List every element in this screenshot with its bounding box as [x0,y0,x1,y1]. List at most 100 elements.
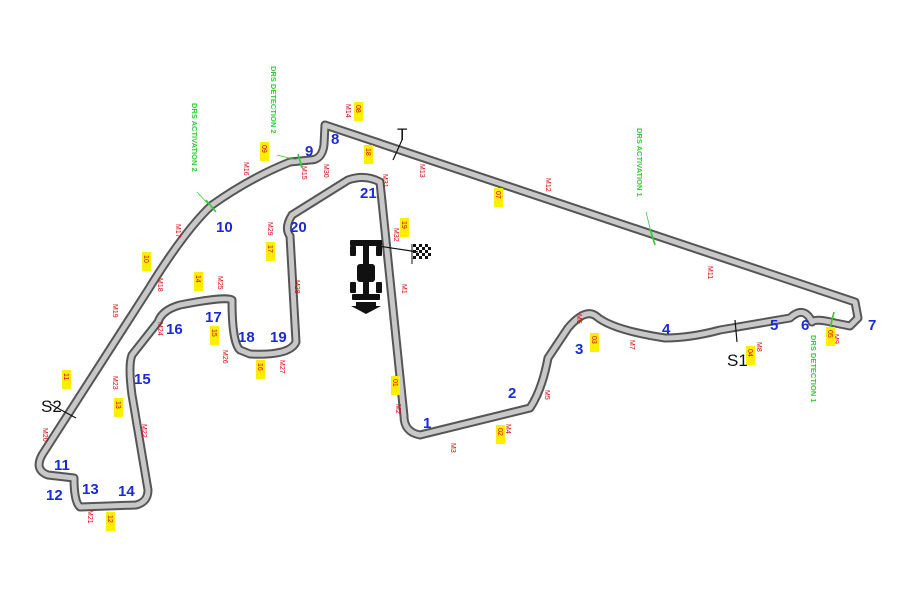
svg-text:11: 11 [62,373,69,380]
turn-number: 8 [331,131,339,148]
turn-number: 1 [423,415,431,432]
drs-activation-2-line [205,199,217,213]
svg-text:18: 18 [364,148,371,156]
marshal-post: 19 [400,218,409,237]
marker-label: M9 [832,334,839,344]
marshal-post: 15 [210,326,219,345]
marshal-post: 07 [494,188,503,207]
marshal-post: 05 [826,327,835,346]
turn-number: 15 [134,371,151,388]
marker-label: M31 [381,174,388,188]
turn-number: 7 [868,317,876,334]
turn-number: 14 [118,483,135,500]
svg-text:10: 10 [142,255,149,263]
marker-label: M23 [111,376,118,390]
marshal-post: 09 [260,142,269,161]
marker-label: M15 [300,166,307,180]
sector-line-s2 [49,403,77,419]
turn-numbers: 1 2 3 4 5 6 7 8 9 10 11 12 13 14 15 16 1… [46,131,876,504]
marshal-post: 08 [354,102,363,121]
turn-number: 13 [82,481,99,498]
sector-label-s1: S1 [727,351,748,370]
drs-detection-1-line [829,311,835,329]
distance-markers: M1 M2 M3 M4 M5 M6 M7 M8 M9 M11 M12 M13 M… [41,104,839,524]
drs-detection-1-label: DRS DETECTION 1 [809,335,818,403]
svg-text:03: 03 [590,336,597,344]
turn-number: 10 [216,219,233,236]
svg-text:16: 16 [256,363,263,371]
turn-number: 17 [205,309,222,326]
svg-text:14: 14 [194,275,201,283]
turn-number: 11 [54,457,70,474]
marshal-post: 03 [590,333,599,352]
car-icon [350,240,382,300]
svg-text:12: 12 [106,515,113,523]
turn-number: 16 [166,321,183,338]
marshal-post: 12 [106,512,115,531]
marshal-post: 17 [266,242,275,261]
marshal-posts: 01 02 03 04 05 07 08 09 10 11 12 13 14 1… [62,102,835,531]
turn-number: 9 [305,143,313,160]
track [34,120,863,512]
sector-lines [49,139,738,419]
marshal-post: 16 [256,360,265,379]
marshal-post: 01 [391,376,400,395]
marker-label: M12 [544,178,551,192]
marker-label: M22 [140,424,147,438]
svg-text:05: 05 [826,330,833,338]
marker-label: M8 [755,342,762,352]
marker-label: M1 [400,284,407,294]
marshal-post: 10 [142,252,151,271]
svg-text:07: 07 [494,191,501,199]
marker-label: M30 [322,164,329,178]
turn-number: 6 [801,317,809,334]
marker-label: M19 [111,304,118,318]
sector-line-s1 [734,319,738,343]
marker-label: M17 [174,224,181,238]
marshal-post: 11 [62,370,71,389]
drs-activation-1-label: DRS ACTIVATION 1 [635,128,644,197]
marker-label: M20 [41,428,48,442]
marshal-post: 18 [364,145,373,164]
direction-arrow-icon [351,302,381,314]
svg-text:15: 15 [210,329,217,337]
turn-number: 21 [360,185,377,202]
turn-number: 18 [238,329,255,346]
drs-detection-2-label: DRS DETECTION 2 [269,66,278,134]
turn-number: 20 [290,219,307,236]
turn-number: 2 [508,385,516,402]
marker-label: M4 [504,424,511,434]
marker-label: M32 [392,228,399,242]
turn-number: 4 [662,321,671,338]
svg-text:04: 04 [746,349,753,357]
marker-label: M28 [293,280,300,294]
marker-label: M13 [418,164,425,178]
marker-label: M16 [242,162,249,176]
svg-text:01: 01 [391,379,398,387]
turn-number: 3 [575,341,583,358]
marker-label: M24 [156,322,163,336]
svg-text:19: 19 [400,221,407,229]
marker-label: M7 [628,340,635,350]
marker-label: M6 [575,314,582,324]
marker-label: M14 [344,104,351,118]
turn-number: 12 [46,487,63,504]
marker-label: M27 [278,360,285,374]
svg-text:13: 13 [114,401,121,409]
drs-leaders [196,154,652,233]
svg-text:17: 17 [266,245,273,253]
svg-text:09: 09 [260,145,267,153]
checkered-flag-icon [411,244,431,264]
marshal-post: 14 [194,272,203,291]
start-finish-pointer [377,245,419,253]
timing-line-t [392,139,403,161]
turn-number: 5 [770,317,778,334]
svg-text:02: 02 [496,428,503,436]
marker-label: M25 [216,276,223,290]
marker-label: M21 [86,510,93,524]
marshal-post: 02 [496,425,505,444]
sector-label-s2: S2 [41,397,62,416]
svg-text:08: 08 [354,105,361,113]
drs-activation-2-label: DRS ACTIVATION 2 [190,103,199,172]
drs-lines [205,153,835,329]
